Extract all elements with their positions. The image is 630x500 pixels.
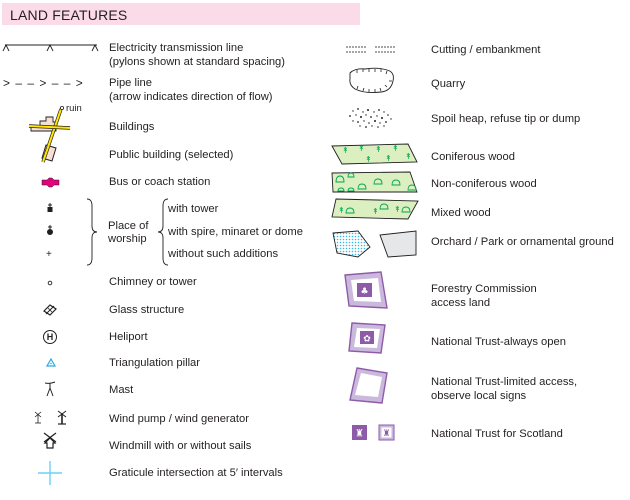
legend-label: Buildings <box>109 121 155 133</box>
worship-label: Place of <box>108 220 149 232</box>
worship-tower-icon <box>46 203 54 213</box>
svg-text:↟: ↟ <box>375 145 382 154</box>
windmill-icon <box>42 432 58 450</box>
non-coniferous-wood-icon <box>330 170 420 194</box>
chimney-icon <box>47 280 53 286</box>
national-trust-scotland-icon: ♜ ♜ <box>352 424 398 441</box>
svg-text:✿: ✿ <box>363 335 371 345</box>
spoil-heap-icon <box>347 107 395 129</box>
legend-label: Public building (selected) <box>109 149 234 161</box>
legend-label: Triangulation pillar <box>109 357 200 369</box>
svg-text:↟: ↟ <box>405 152 412 161</box>
legend-label: Mast <box>109 384 134 396</box>
worship-option: with spire, minaret or dome <box>168 226 303 238</box>
right-brace-icon <box>86 198 98 266</box>
cutting-embankment-icon <box>346 45 398 55</box>
heliport-icon: H <box>43 330 57 344</box>
worship-spire-icon <box>46 225 54 236</box>
legend-label: Coniferous wood <box>431 151 515 163</box>
triangulation-pillar-icon <box>45 357 57 367</box>
legend-label: Quarry <box>431 78 466 90</box>
svg-text:↟: ↟ <box>338 206 345 215</box>
legend-label: Non-coniferous wood <box>431 178 537 190</box>
svg-text:↟: ↟ <box>385 154 392 163</box>
svg-text:↟: ↟ <box>342 146 349 155</box>
electricity-line-icon <box>2 42 99 54</box>
legend-label: National Trust-always open <box>431 336 566 348</box>
graticule-icon <box>38 461 62 485</box>
svg-text:↟: ↟ <box>392 144 399 153</box>
mixed-wood-icon: ↟ ↟ ↟ <box>330 197 420 221</box>
section-title: LAND FEATURES <box>10 7 128 23</box>
legend-label: Bus or coach station <box>109 176 211 188</box>
national-trust-open-icon: ✿ <box>348 321 389 355</box>
svg-text:↟: ↟ <box>358 144 365 153</box>
legend-label: Orchard / Park or ornamental ground <box>431 236 614 248</box>
wind-pump-icon <box>33 410 69 426</box>
legend-label: Mixed wood <box>431 207 491 219</box>
legend-label: Spoil heap, refuse tip or dump <box>431 113 581 125</box>
national-trust-limited-icon <box>349 366 389 404</box>
svg-text:↟: ↟ <box>372 207 379 216</box>
worship-option: without such additions <box>168 248 279 260</box>
legend-label: Chimney or tower <box>109 276 197 288</box>
legend-label: Windmill with or without sails <box>109 440 252 452</box>
pipe-line-icon: > – – > – – > <box>3 76 84 90</box>
svg-text:♜: ♜ <box>355 429 364 440</box>
bus-station-icon <box>41 177 61 188</box>
buildings-icon <box>26 104 76 164</box>
svg-text:↟: ↟ <box>365 155 372 164</box>
glass-structure-icon <box>43 303 57 317</box>
legend-label: Electricity transmission line <box>109 42 244 54</box>
svg-text:♜: ♜ <box>382 429 390 439</box>
orchard-park-icon <box>330 229 422 259</box>
legend-label: Cutting / embankment <box>431 44 541 56</box>
ruin-label: ruin <box>66 103 82 114</box>
legend-label: Glass structure <box>109 304 185 316</box>
forestry-commission-icon: ♣ <box>343 271 389 312</box>
section-header: LAND FEATURES <box>2 3 360 25</box>
svg-text:↟: ↟ <box>394 205 401 214</box>
left-brace-icon <box>157 198 169 266</box>
svg-text:♣: ♣ <box>360 287 368 297</box>
legend-label: Wind pump / wind generator <box>109 413 249 425</box>
legend-sublabel: (pylons shown at standard spacing) <box>109 56 285 68</box>
coniferous-wood-icon: ↟↟↟↟ ↟↟↟ <box>330 142 420 166</box>
legend-label: Heliport <box>109 331 148 343</box>
legend-label: Pipe line <box>109 77 152 89</box>
legend-label: National Trust-limited access, <box>431 376 578 388</box>
legend-sublabel: (arrow indicates direction of flow) <box>109 91 273 103</box>
mast-icon <box>44 381 56 397</box>
worship-plain-icon: + <box>46 249 52 260</box>
legend-label: Forestry Commission <box>431 283 537 295</box>
legend-label: Graticule intersection at 5′ intervals <box>109 467 283 479</box>
worship-label: worship <box>108 233 147 245</box>
quarry-icon <box>347 67 397 95</box>
worship-option: with tower <box>168 203 219 215</box>
legend-sublabel: access land <box>431 297 491 309</box>
legend-sublabel: observe local signs <box>431 390 527 402</box>
legend-label: National Trust for Scotland <box>431 428 563 440</box>
